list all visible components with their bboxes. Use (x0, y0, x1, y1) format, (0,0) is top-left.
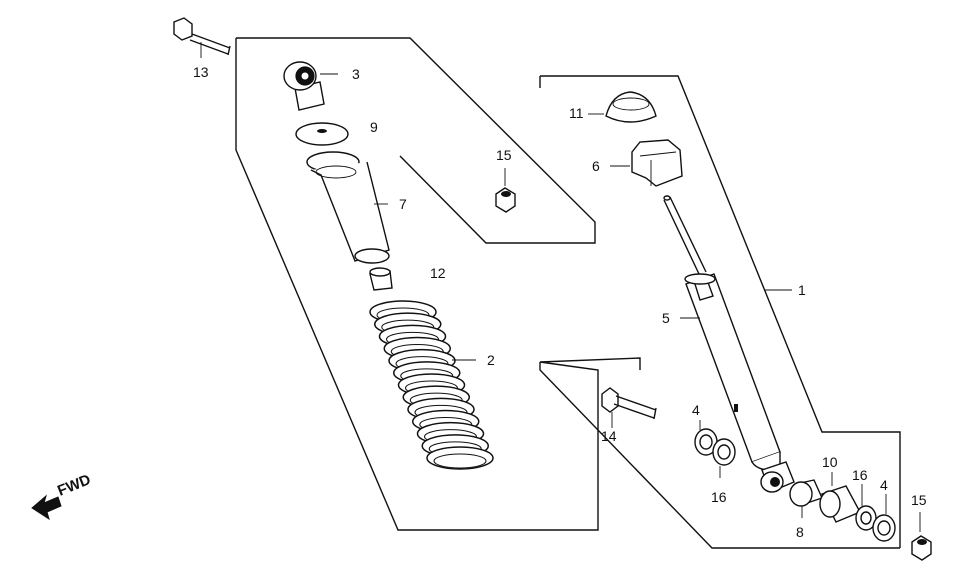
callout-4-right: 4 (880, 477, 888, 493)
seal-16-left (712, 438, 736, 478)
spring-coil-inner (433, 453, 487, 469)
damper-5 (663, 195, 792, 472)
boot-7 (306, 151, 390, 264)
callout-8: 8 (796, 524, 804, 540)
collar-4-left (694, 420, 718, 456)
callout-4-left: 4 (692, 402, 700, 418)
callout-3: 3 (352, 66, 360, 82)
callout-16-right: 16 (852, 467, 868, 483)
callout-5: 5 (662, 310, 670, 326)
seat-6 (610, 139, 683, 187)
nut-15-top (495, 168, 516, 213)
washer-9 (295, 122, 349, 146)
bolt-14 (601, 387, 657, 428)
callout-14: 14 (601, 428, 617, 444)
collar-4-right (872, 494, 896, 542)
lower-eye-1 (760, 461, 795, 493)
cap-11 (588, 91, 657, 123)
fwd-arrow-icon (31, 494, 62, 521)
callout-2: 2 (487, 352, 495, 368)
bushing-8 (789, 479, 823, 518)
fwd-label: FWD (55, 471, 93, 500)
bolt-13 (173, 17, 231, 58)
spring-coil (426, 446, 494, 470)
sleeve-10 (819, 472, 861, 523)
callout-15-top: 15 (496, 147, 512, 163)
bump-rubber-12 (369, 267, 393, 291)
seal-16-right (855, 484, 877, 531)
upper-mount-3 (283, 61, 338, 111)
callout-15-bottom: 15 (911, 492, 927, 508)
callout-7: 7 (399, 196, 407, 212)
callout-10: 10 (822, 454, 838, 470)
left-group-outline (235, 37, 641, 531)
spring-2 (369, 300, 494, 470)
right-group-outline (539, 75, 901, 549)
callout-6: 6 (592, 158, 600, 174)
callout-13: 13 (193, 64, 209, 80)
callout-9: 9 (370, 119, 378, 135)
callout-11: 11 (569, 105, 584, 121)
nut-15-bottom (911, 512, 932, 561)
callout-1: 1 (798, 282, 806, 298)
callout-12: 12 (430, 265, 446, 281)
callout-16-left: 16 (711, 489, 727, 505)
